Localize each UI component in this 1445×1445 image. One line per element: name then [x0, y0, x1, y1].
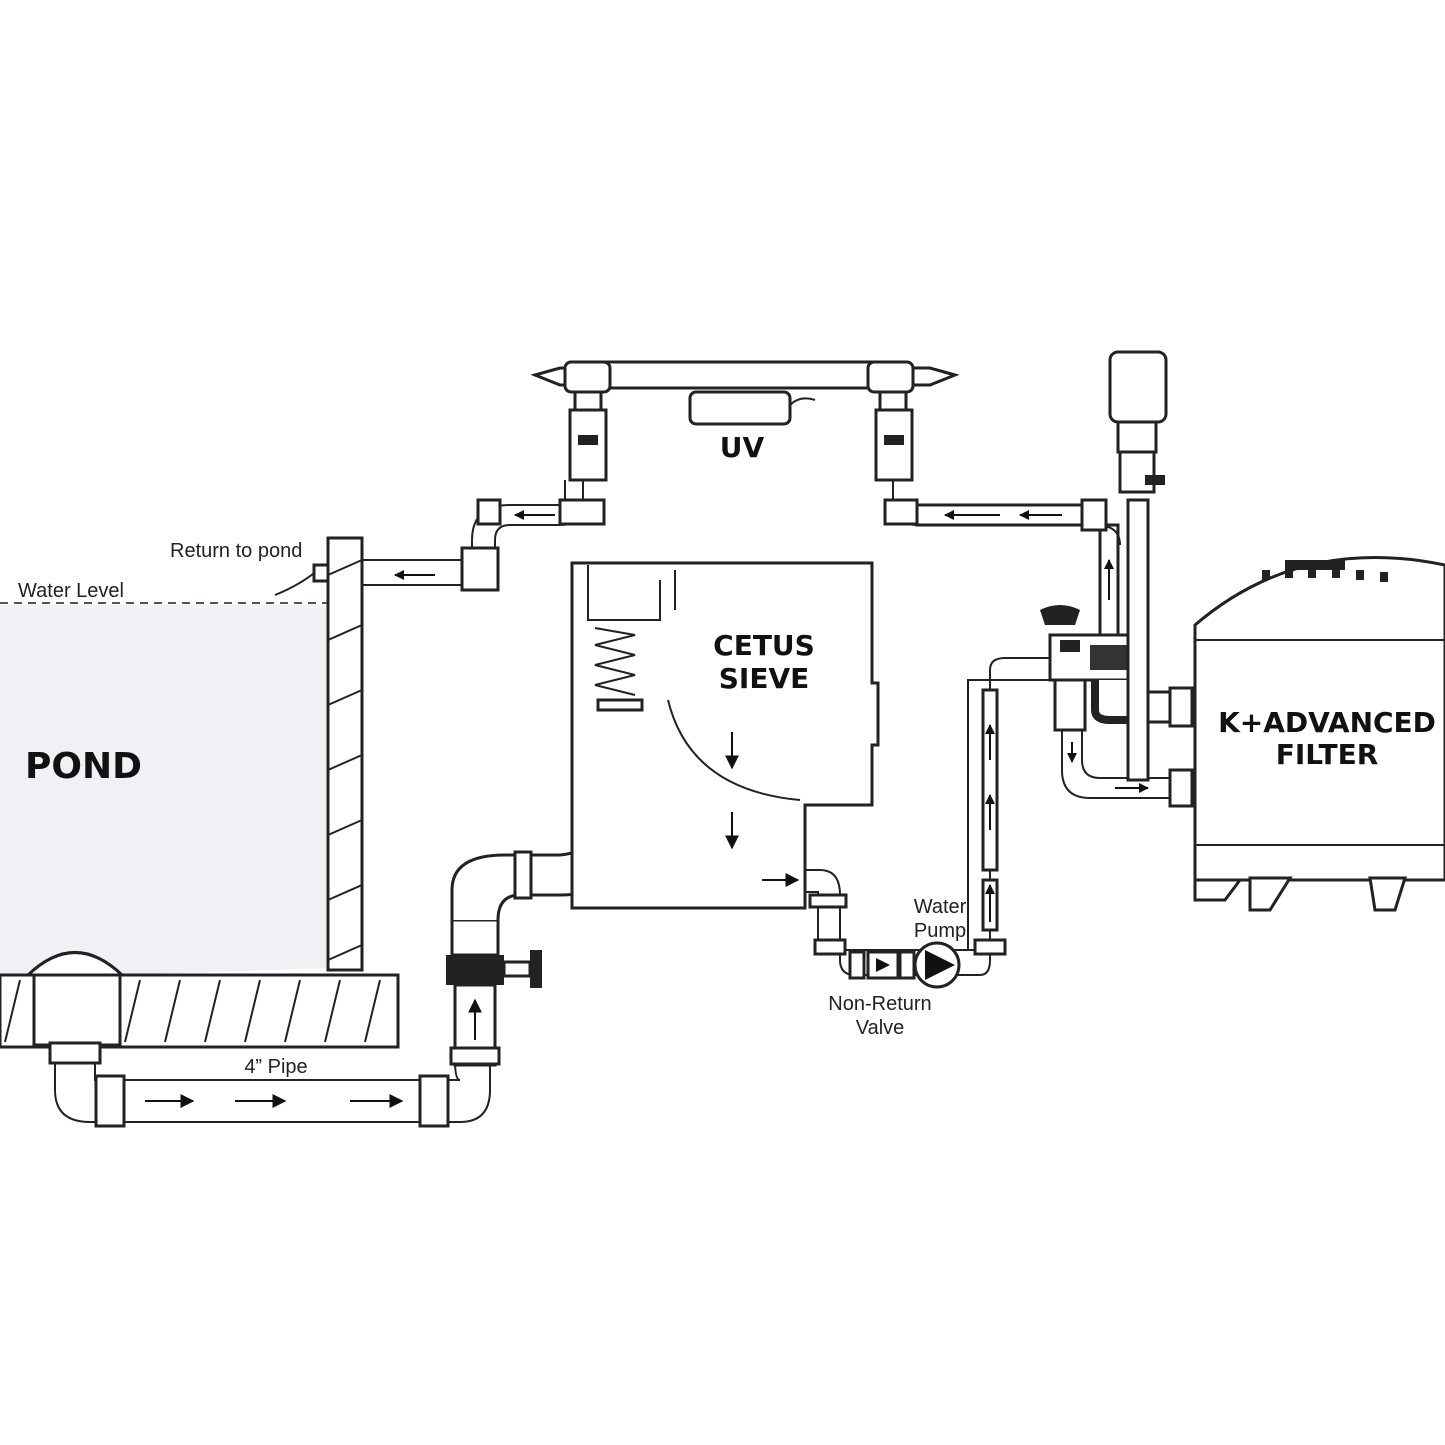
return-riser: [1098, 350, 1168, 782]
pond-wall: [326, 536, 364, 972]
sieve-label-line1: CETUS: [713, 629, 815, 662]
gate-valve: [446, 955, 504, 985]
filter-to-uv-pipe: [883, 480, 1121, 546]
uv-label: UV: [720, 431, 765, 464]
uv-unit: [530, 360, 960, 482]
pump-label-line1: Water: [914, 896, 967, 918]
valve-label-line1: Non-Return: [828, 993, 931, 1015]
uv-ballast: [688, 390, 792, 426]
pond: [0, 602, 328, 975]
water-level-label: Water Level: [18, 580, 124, 602]
pipe-4-inch: [48, 1041, 491, 1128]
k-advanced-filter: [1193, 556, 1445, 912]
pump-line: [805, 657, 1065, 989]
filter-label-line2: FILTER: [1276, 738, 1379, 771]
pond-label: POND: [25, 746, 142, 787]
non-return-valve: [866, 950, 900, 980]
filter-label-line1: K+ADVANCED: [1218, 706, 1436, 739]
multiport-valve: [1040, 605, 1194, 808]
pump-label-line2: Pump: [914, 920, 966, 942]
bottom-drain: [24, 951, 126, 1047]
return-to-pond-label: Return to pond: [170, 540, 302, 562]
valve-label-line2: Valve: [856, 1017, 905, 1039]
pipe-size-label: 4” Pipe: [244, 1056, 307, 1078]
valve-handle: [530, 950, 542, 988]
cetus-sieve: [570, 561, 880, 910]
sieve-label-line2: SIEVE: [719, 662, 810, 695]
air-release-valve: [1108, 350, 1168, 424]
return-pipe: [274, 480, 606, 596]
